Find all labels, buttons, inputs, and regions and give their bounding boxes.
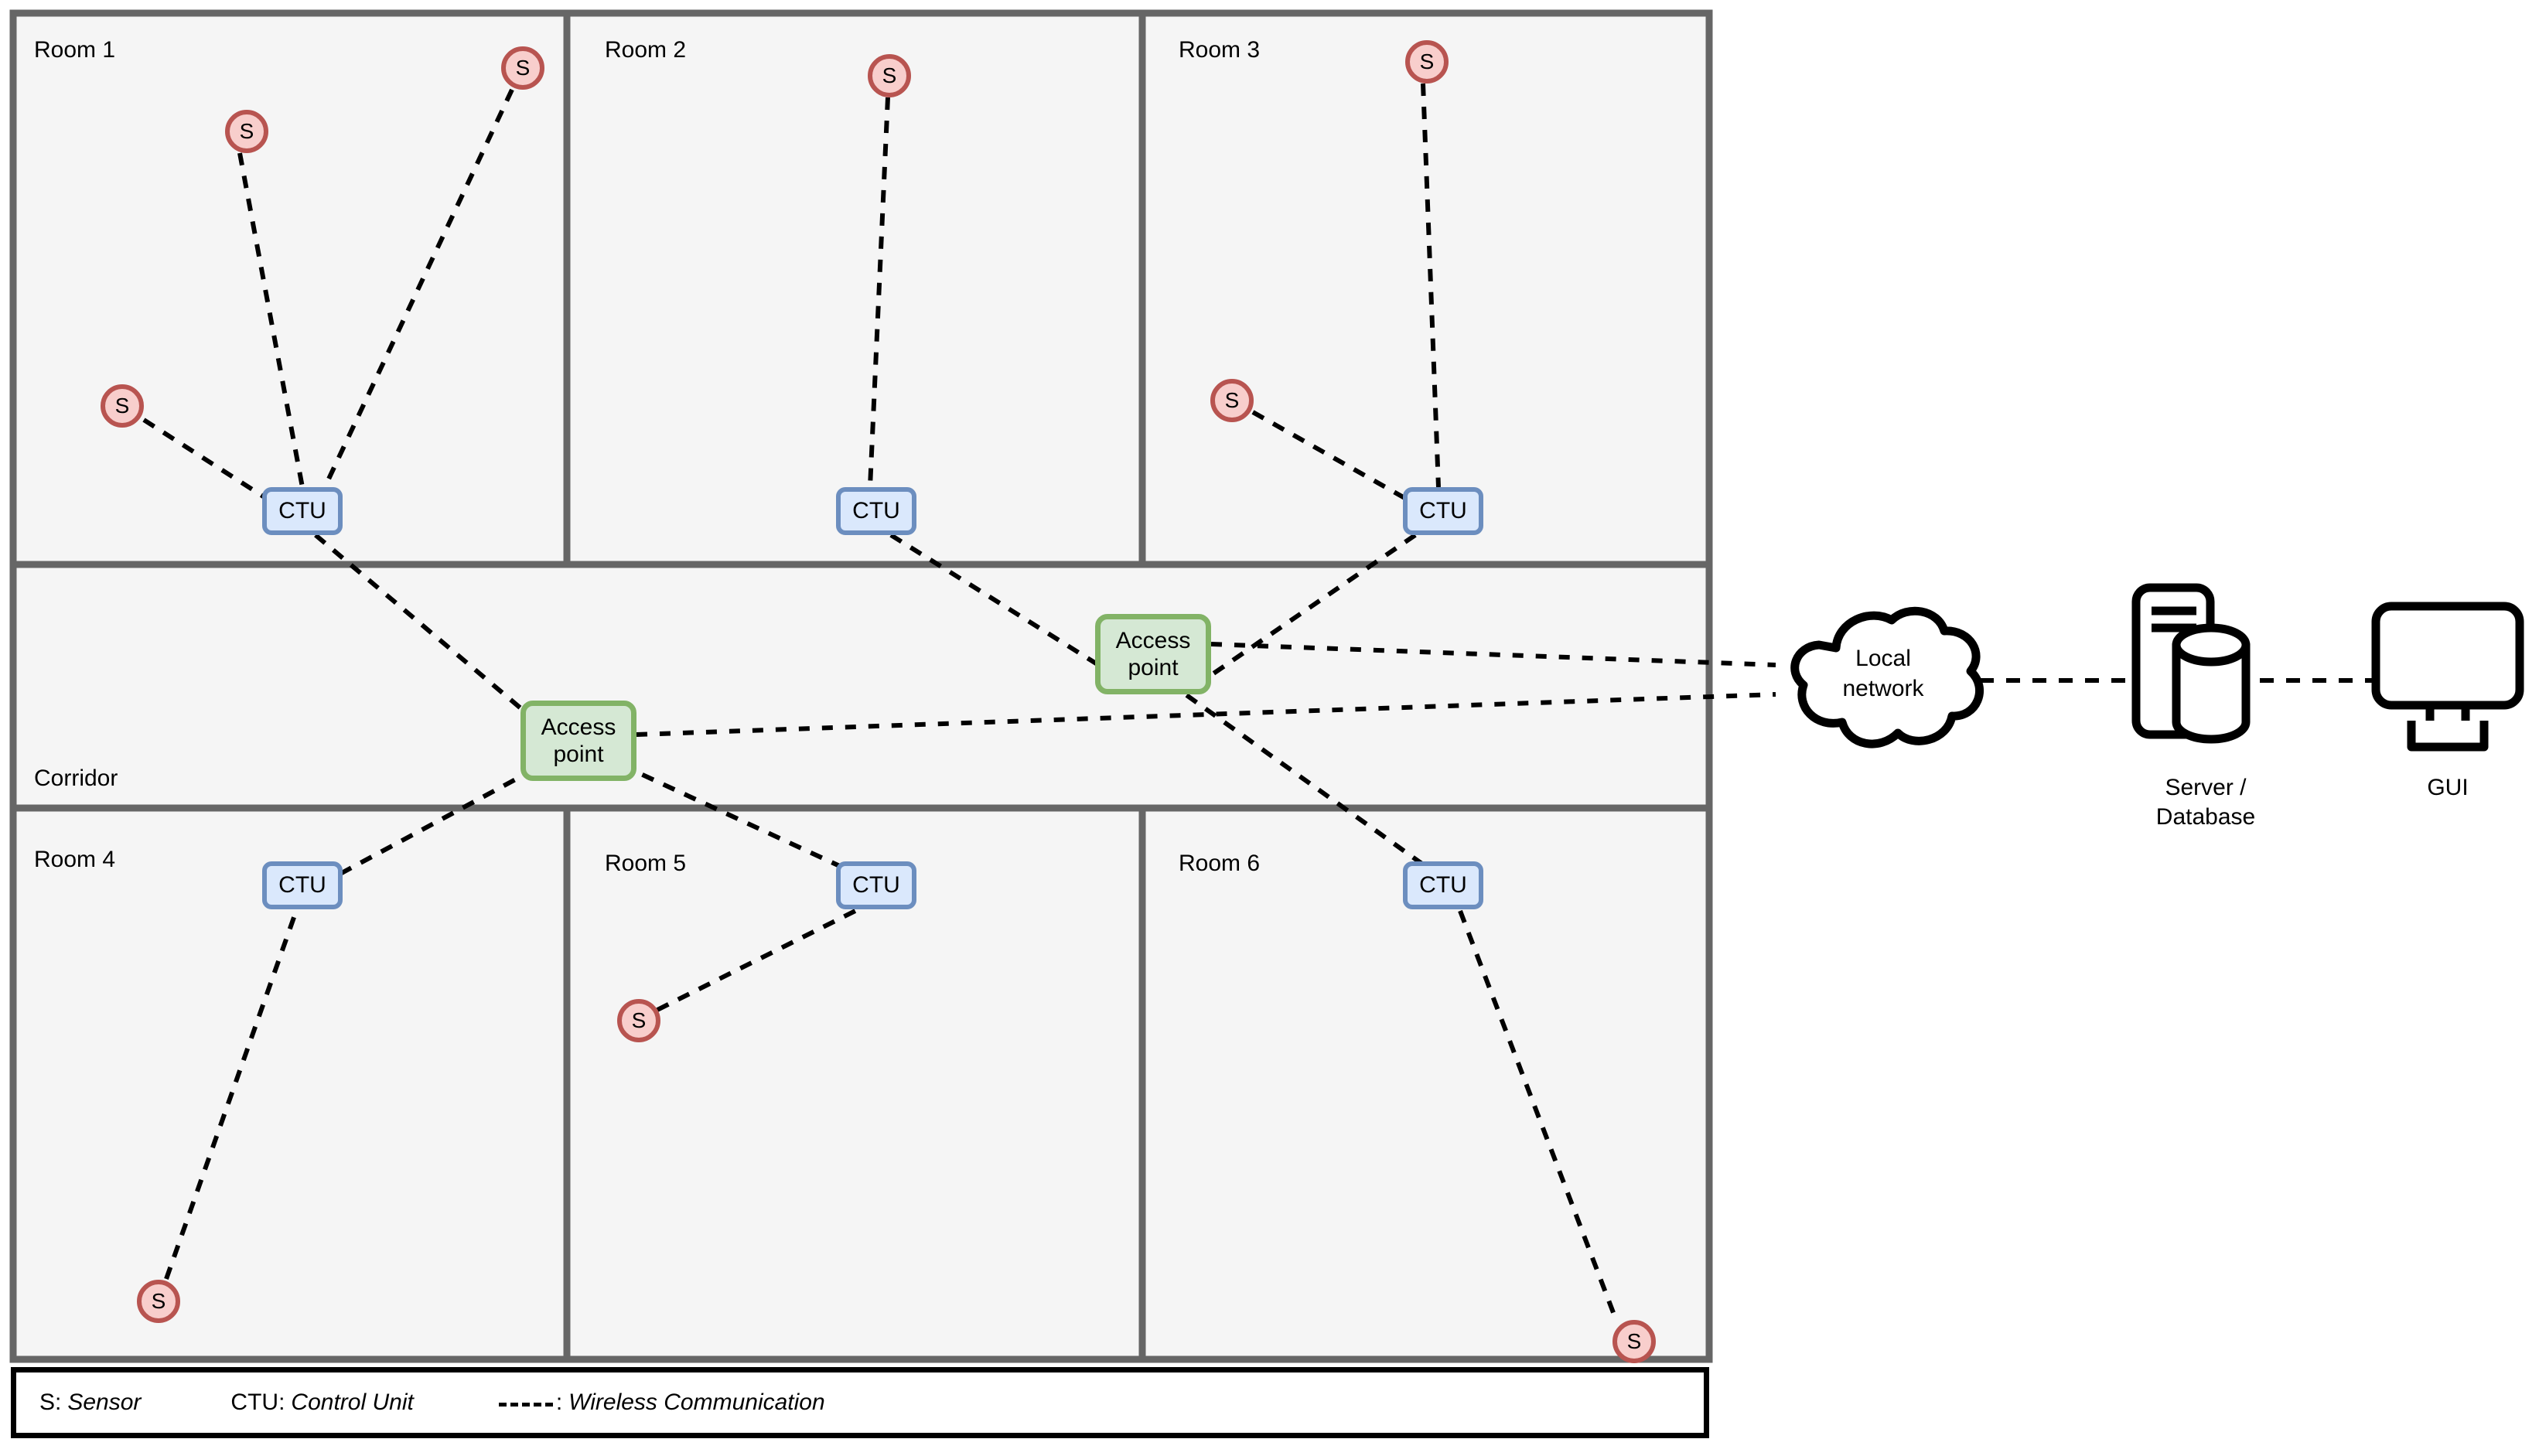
room-rect-1 [9, 9, 571, 568]
sensor-node-room6-a[interactable]: S [1612, 1320, 1656, 1363]
legend-item-ctu: CTU: Control Unit [230, 1390, 413, 1416]
ctu-node-room5[interactable]: CTU [836, 861, 916, 909]
sensor-node-room5-a[interactable]: S [617, 999, 660, 1042]
link-s-r2-a-ctu-r2 [868, 97, 890, 488]
ctu-node-room2[interactable]: CTU [836, 487, 916, 535]
monitor-icon [2371, 602, 2524, 752]
link-s-r6-a-ctu-r6 [1458, 909, 1619, 1322]
legend-sensor-value: Sensor [67, 1390, 142, 1415]
link-ap-left-local-network [636, 692, 1776, 737]
server-database-label: Server / Database [2155, 775, 2256, 830]
link-ctu-r2-ap-right [889, 533, 1107, 672]
server-database-icon [2131, 583, 2251, 744]
dashed-line-icon [498, 1402, 553, 1407]
corridor-label: Corridor [34, 766, 118, 791]
legend-wireless-value: Wireless Communication [568, 1390, 825, 1415]
room-label-4: Room 4 [34, 847, 116, 872]
link-s-r3-a-ctu-r3 [1421, 83, 1441, 488]
link-ctu-r1-ap-left [314, 533, 535, 721]
sensor-node-room1-c[interactable]: S [101, 384, 144, 428]
legend-item-wireless: : Wireless Communication [498, 1390, 825, 1416]
access-point-left[interactable]: Access point [520, 701, 636, 781]
link-s-r3-b-ctu-r3 [1251, 410, 1408, 501]
room-label-5: Room 5 [605, 851, 687, 876]
link-s-r1-a-ctu-r1 [237, 152, 305, 488]
room-rect-2 [563, 9, 1146, 568]
sensor-node-room1-b[interactable]: S [501, 46, 544, 90]
legend-ctu-key: CTU: [230, 1390, 285, 1415]
sensor-node-room1-a[interactable]: S [225, 110, 268, 153]
room-label-3: Room 3 [1179, 37, 1261, 63]
ctu-node-room6[interactable]: CTU [1403, 861, 1483, 909]
link-ap-right-local-network [1210, 642, 1776, 667]
cloud-icon [1790, 606, 1984, 748]
link-ctu-r3-ap-right [1202, 533, 1417, 683]
ctu-node-room3[interactable]: CTU [1403, 487, 1483, 535]
room-label-6: Room 6 [1179, 851, 1261, 876]
sensor-node-room4-a[interactable]: S [137, 1280, 180, 1323]
ctu-node-room1[interactable]: CTU [262, 487, 343, 535]
legend-wireless-key: : [555, 1390, 563, 1415]
legend-ctu-value: Control Unit [291, 1390, 414, 1415]
gui-label: GUI [2427, 775, 2469, 800]
sensor-node-room3-a[interactable]: S [1405, 40, 1449, 84]
room-label-2: Room 2 [605, 37, 687, 63]
link-s-r1-b-ctu-r1 [322, 88, 514, 489]
ctu-node-room4[interactable]: CTU [262, 861, 343, 909]
legend-item-sensor: S: Sensor [39, 1390, 141, 1416]
corridor-rect [9, 561, 1713, 812]
sensor-node-room2-a[interactable]: S [868, 54, 911, 97]
link-ctu-r4-ap-left [339, 763, 543, 876]
link-s-r4-a-ctu-r4 [164, 910, 299, 1280]
link-ctu-r6-ap-right [1182, 690, 1425, 867]
access-point-right[interactable]: Access point [1095, 614, 1211, 694]
sensor-node-room3-b[interactable]: S [1210, 379, 1254, 422]
link-s-r5-a-ctu-r5 [656, 909, 857, 1012]
link-s-r1-c-ctu-r1 [142, 418, 268, 501]
legend-sensor-key: S: [39, 1390, 62, 1415]
cloud-label: Local network [1842, 646, 1924, 701]
room-rect-3 [1138, 9, 1713, 568]
room-label-1: Room 1 [34, 37, 116, 63]
legend: S: Sensor CTU: Control Unit : Wireless C… [11, 1367, 1709, 1438]
